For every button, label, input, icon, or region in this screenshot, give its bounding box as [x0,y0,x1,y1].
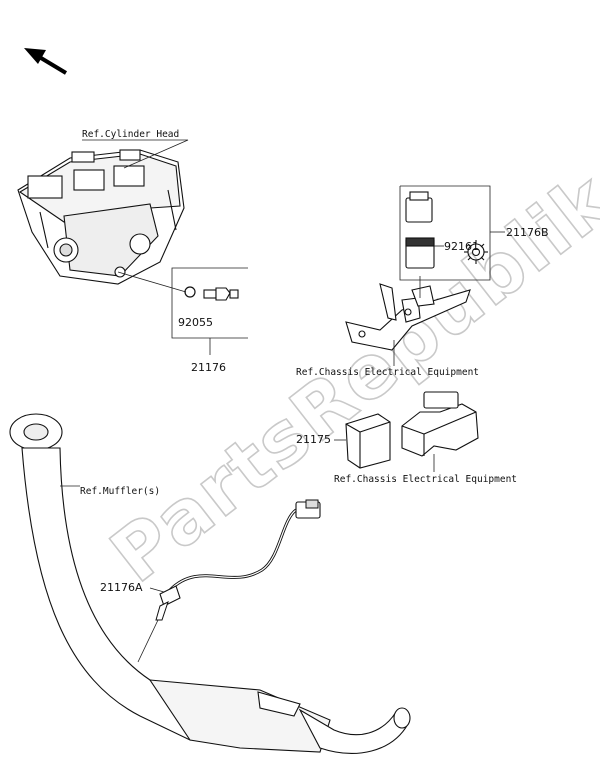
o-ring-92055[interactable] [184,286,196,298]
gear-icon [464,240,488,264]
label-21175: 21175 [296,433,331,446]
chassis-bracket[interactable] [345,283,471,351]
label-21176A: 21176A [100,581,143,594]
oxygen-sensor-21176A[interactable] [155,499,321,621]
connector-21175[interactable] [345,413,391,469]
ref-muffler-label: Ref.Muffler(s) [80,486,160,497]
leader-cylinder-sensor [117,271,187,293]
cylinder-head[interactable] [17,149,185,285]
exhaust-pipe[interactable] [9,413,411,754]
relay-connector-upper[interactable] [405,191,433,223]
leader-cylinder-head [82,139,189,169]
ecu-connector[interactable] [401,391,479,457]
ref-cylinder-head-label: Ref.Cylinder Head [82,129,179,140]
group-bracket-21176B [399,185,491,281]
relay-connector-lower[interactable] [405,237,435,269]
ref-chassis-label-2: Ref.Chassis Electrical Equipment [334,474,517,485]
label-92161: 92161 [444,240,479,253]
label-21176B: 21176B [506,226,549,239]
label-92055: 92055 [178,316,213,329]
label-21176: 21176 [191,361,226,374]
front-direction-arrow-icon [24,48,68,75]
ref-chassis-label-1: Ref.Chassis Electrical Equipment [296,367,479,378]
water-temp-sensor-21176[interactable] [203,287,239,301]
